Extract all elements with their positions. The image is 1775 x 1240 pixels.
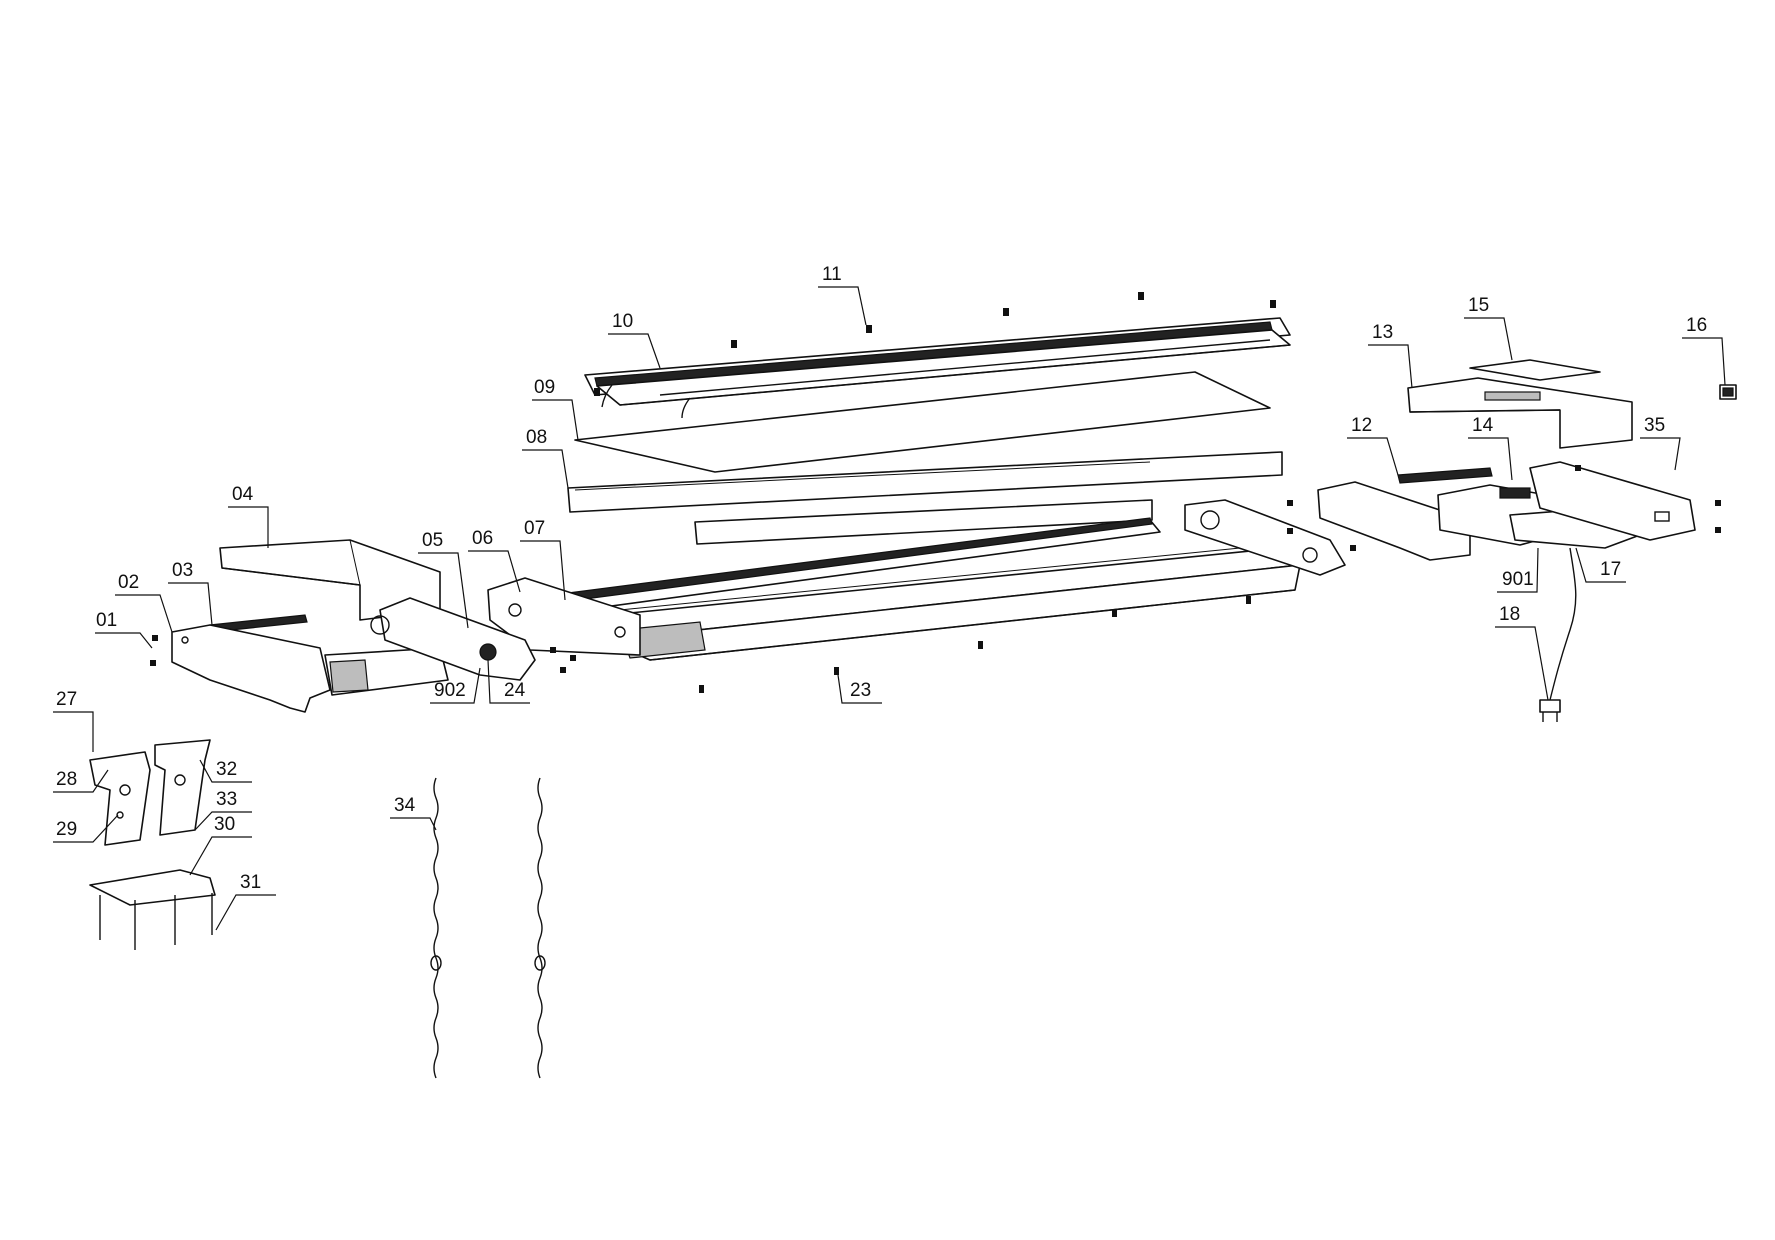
callout-13: 13 <box>1372 322 1393 343</box>
callout-29: 29 <box>56 819 77 840</box>
callout-901: 901 <box>1502 569 1534 590</box>
part-11-screws <box>594 292 1276 396</box>
part-10-top-cover <box>584 317 1291 419</box>
part-06-end-plate <box>487 577 641 656</box>
part-16-switch <box>1719 384 1737 400</box>
callout-02: 02 <box>118 572 139 593</box>
callout-05: 05 <box>422 530 443 551</box>
callout-32: 32 <box>216 759 237 780</box>
callout-31: 31 <box>240 872 261 893</box>
callout-33: 33 <box>216 789 237 810</box>
part-left-screws <box>150 635 576 673</box>
callout-27: 27 <box>56 689 77 710</box>
part-12-bracket <box>1317 467 1493 561</box>
part-04-end-cover <box>219 539 441 621</box>
callout-23: 23 <box>850 680 871 701</box>
part-05-endplate <box>370 597 536 681</box>
callout-08: 08 <box>526 427 547 448</box>
callout-10: 10 <box>612 311 633 332</box>
part-35-end-plate <box>1529 461 1696 541</box>
callout-01: 01 <box>96 610 117 631</box>
part-23-screws <box>699 596 1251 693</box>
callout-09: 09 <box>534 377 555 398</box>
callout-07: 07 <box>524 518 545 539</box>
part-32-wall-bracket <box>154 739 211 836</box>
callout-11: 11 <box>822 264 842 285</box>
callout-902: 902 <box>434 680 466 701</box>
callout-18: 18 <box>1499 604 1520 625</box>
part-34-chain-left <box>430 777 442 1079</box>
callout-35: 35 <box>1644 415 1665 436</box>
part-02-end-plate <box>171 624 331 713</box>
part-13-cover <box>1407 377 1633 449</box>
callout-28: 28 <box>56 769 77 790</box>
callout-24: 24 <box>504 680 526 701</box>
part-28-wall-bracket <box>89 751 151 846</box>
callout-34: 34 <box>394 795 416 816</box>
callout-06: 06 <box>472 528 493 549</box>
part-right-screws <box>1287 465 1721 551</box>
part-left-led-module <box>324 647 449 696</box>
part-15-label-plate <box>1469 359 1601 381</box>
callout-17: 17 <box>1600 559 1621 580</box>
part-08-profile <box>567 451 1283 545</box>
callout-14: 14 <box>1472 415 1494 436</box>
part-18-power-cord <box>1539 547 1577 722</box>
callout-16: 16 <box>1686 315 1707 336</box>
callout-03: 03 <box>172 560 193 581</box>
callout-30: 30 <box>214 814 235 835</box>
part-30-base-plate <box>89 869 216 950</box>
part-07-main-housing <box>534 517 1301 661</box>
callout-12: 12 <box>1351 415 1372 436</box>
part-right-endplate <box>1184 499 1346 576</box>
callout-04: 04 <box>232 484 254 505</box>
part-34-chain-right <box>534 777 546 1079</box>
part-09-diffuser <box>574 371 1271 473</box>
callout-15: 15 <box>1468 295 1489 316</box>
